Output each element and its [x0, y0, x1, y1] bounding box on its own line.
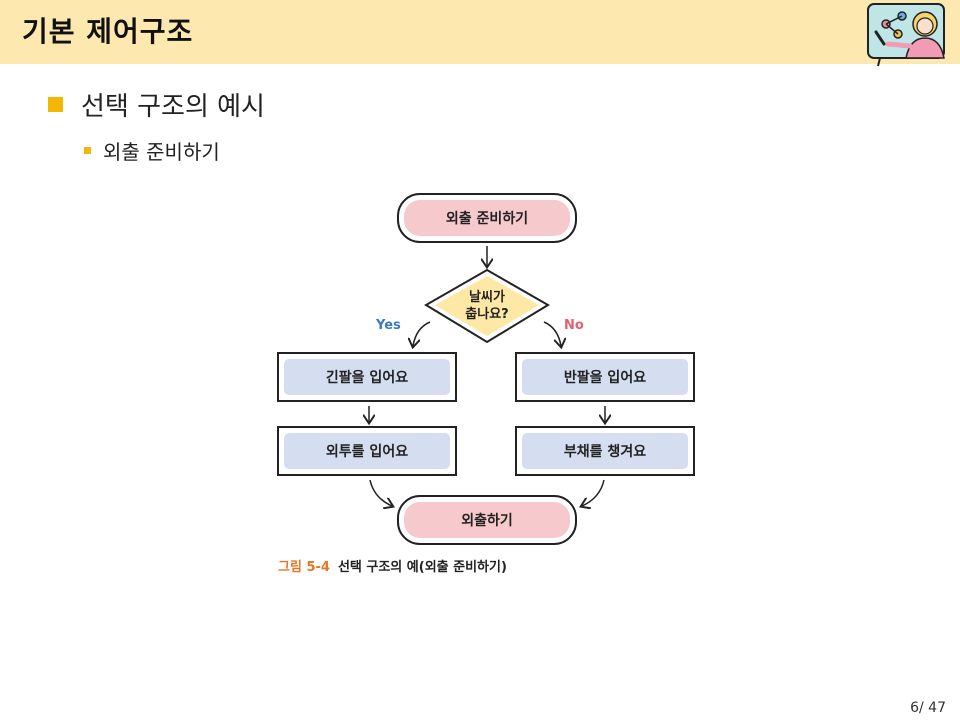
- figure-number: 그림 5-4: [278, 560, 330, 575]
- bullet-level1: 선택 구조의 예시: [48, 86, 265, 123]
- decision-line1: 날씨가: [469, 290, 505, 305]
- left-step1-label: 긴팔을 입어요: [326, 369, 408, 386]
- figure-caption: 그림 5-4 선택 구조의 예(외출 준비하기): [278, 556, 507, 575]
- left-step2-node: 외투를 입어요: [277, 426, 457, 476]
- header-bar: 기본 제어구조: [0, 0, 960, 67]
- decision-node: 날씨가 춥나요?: [424, 268, 550, 344]
- bullet-level2: 외출 준비하기: [84, 136, 220, 165]
- bullet-level1-text: 선택 구조의 예시: [81, 92, 265, 122]
- left-step2-label: 외투를 입어요: [326, 443, 408, 460]
- end-node-label: 외출하기: [461, 512, 513, 529]
- left-step1-node: 긴팔을 입어요: [277, 352, 457, 402]
- right-step1-node: 반팔을 입어요: [515, 352, 695, 402]
- arrow-no: [543, 321, 561, 346]
- arrow-left-end: [369, 479, 392, 506]
- no-label: No: [564, 318, 584, 333]
- small-square-bullet-icon: [84, 147, 91, 154]
- flowchart: 외출 준비하기 날씨가 춥나요? Yes No 긴팔을 입어요 반팔을 입어요 …: [277, 193, 695, 545]
- start-node: 외출 준비하기: [397, 193, 577, 243]
- arrow-yes: [413, 321, 431, 346]
- decision-line2: 춥나요?: [465, 306, 508, 322]
- square-bullet-icon: [48, 97, 63, 112]
- presenter-illustration-icon: [867, 3, 945, 67]
- end-node: 외출하기: [397, 495, 577, 545]
- right-step1-label: 반팔을 입어요: [564, 369, 646, 386]
- yes-label: Yes: [375, 318, 401, 333]
- page-number: 6/ 47: [910, 700, 946, 716]
- start-node-label: 외출 준비하기: [446, 210, 528, 227]
- right-step2-node: 부채를 챙겨요: [515, 426, 695, 476]
- bullet-level2-text: 외출 준비하기: [103, 140, 220, 164]
- figure-caption-text: 선택 구조의 예(외출 준비하기): [337, 560, 507, 575]
- page-title: 기본 제어구조: [22, 15, 194, 48]
- right-step2-label: 부채를 챙겨요: [564, 444, 646, 460]
- arrow-right-end: [582, 479, 605, 506]
